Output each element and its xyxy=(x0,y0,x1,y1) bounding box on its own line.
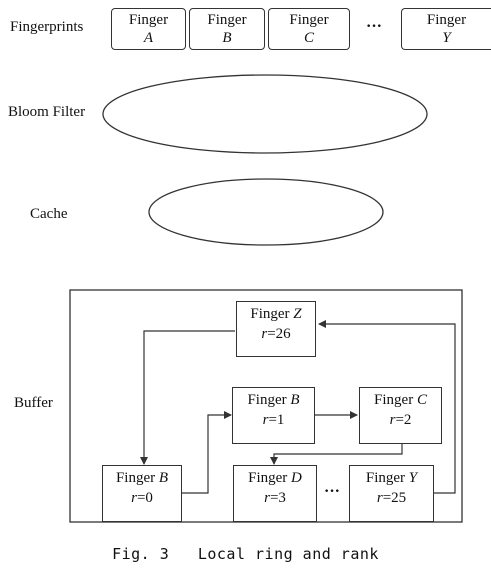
node-word: Finger xyxy=(115,470,156,486)
node-rank-var: r xyxy=(389,412,396,428)
node-rank-value: =3 xyxy=(269,490,286,506)
node-word: Finger xyxy=(374,392,414,408)
fingerprint-letter: B xyxy=(222,30,232,46)
fingerprint-word: Finger xyxy=(289,12,329,28)
fingerprint-word: Finger xyxy=(128,12,169,28)
node-rank-var: r xyxy=(264,490,270,506)
buffer-label: Buffer xyxy=(14,395,53,411)
node-rank-value: =1 xyxy=(268,412,285,428)
node-rank-var: r xyxy=(131,490,137,506)
node-rank-var: r xyxy=(262,412,269,428)
bloom-filter-label: Bloom Filter xyxy=(8,104,86,120)
node-rank-value: =26 xyxy=(267,326,291,342)
node-letter: C xyxy=(416,392,427,408)
buffer-node-z: Finger Z r=26 xyxy=(236,301,316,357)
fingerprints-label: Fingerprints xyxy=(10,19,84,35)
node-rank-value: =25 xyxy=(382,490,407,506)
buffer-ellipsis: ··· xyxy=(324,483,341,500)
fingerprints-ellipsis: ··· xyxy=(366,18,383,35)
buffer-node-b-rank0: Finger B r=0 xyxy=(102,465,182,522)
buffer-node-y: Finger Y r=25 xyxy=(349,465,434,522)
fingerprint-box-a: Finger A xyxy=(111,8,186,50)
arrow-b0-to-b1 xyxy=(182,411,232,494)
buffer-node-c: Finger C r=2 xyxy=(359,387,442,444)
fingerprint-letter: Y xyxy=(442,30,451,46)
figure-caption: Fig. 3 Local ring and rank xyxy=(112,545,379,563)
cache-ellipse xyxy=(148,178,384,246)
node-rank-value: =0 xyxy=(136,490,153,506)
node-letter: Z xyxy=(293,306,302,322)
fingerprint-box-y: Finger Y xyxy=(401,8,491,50)
node-word: Finger xyxy=(365,470,406,486)
node-rank-var: r xyxy=(261,326,268,342)
node-rank-value: =2 xyxy=(395,412,412,428)
fingerprint-letter: A xyxy=(143,30,154,46)
node-letter: Y xyxy=(408,470,418,486)
node-word: Finger xyxy=(247,392,287,408)
node-word: Finger xyxy=(248,470,288,486)
fingerprint-word: Finger xyxy=(426,12,467,28)
node-letter: D xyxy=(291,470,302,486)
fingerprint-box-b: Finger B xyxy=(189,8,265,50)
arrow-c-to-d xyxy=(270,444,403,465)
node-letter: B xyxy=(158,470,169,486)
node-rank-var: r xyxy=(376,490,383,506)
fingerprint-box-c: Finger C xyxy=(268,8,350,50)
cache-label: Cache xyxy=(30,206,68,222)
arrow-z-to-b0 xyxy=(140,330,235,465)
buffer-frame xyxy=(69,289,463,523)
node-letter: B xyxy=(290,392,300,408)
node-word: Finger xyxy=(250,306,290,322)
fingerprint-word: Finger xyxy=(207,12,247,28)
fingerprint-letter: C xyxy=(303,30,314,46)
arrow-y-to-z xyxy=(318,320,456,494)
bloom-filter-ellipse xyxy=(102,74,428,154)
buffer-node-d: Finger D r=3 xyxy=(233,465,317,522)
buffer-node-b-rank1: Finger B r=1 xyxy=(232,387,315,444)
